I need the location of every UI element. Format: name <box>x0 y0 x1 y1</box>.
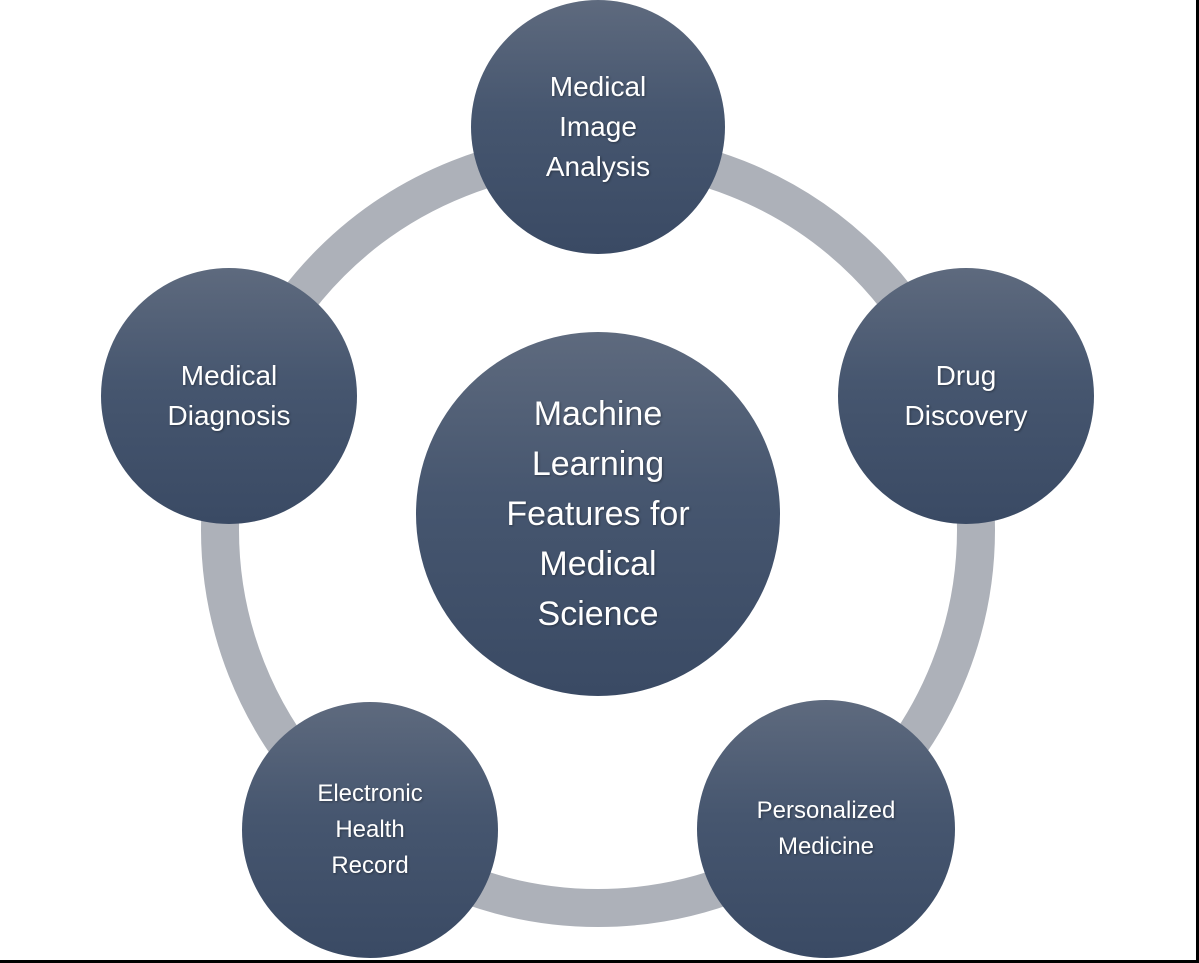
frame-border-bottom <box>0 960 1199 963</box>
node-label-personalized-medicine: Personalized Medicine <box>756 797 896 860</box>
node-label-drug-discovery: Drug Discovery <box>904 360 1028 431</box>
frame-border-right <box>1196 0 1199 963</box>
center-node-label: Machine Learning Features for Medical Sc… <box>506 395 690 633</box>
node-personalized-medicine: Personalized Medicine <box>697 700 955 958</box>
node-medical-image-analysis: Medical Image Analysis <box>471 0 725 254</box>
node-label-medical-image-analysis: Medical Image Analysis <box>545 71 651 182</box>
node-label-electronic-health-record: Electronic Health Record <box>317 780 423 879</box>
node-medical-diagnosis: Medical Diagnosis <box>101 268 357 524</box>
node-label-medical-diagnosis: Medical Diagnosis <box>167 360 291 431</box>
node-drug-discovery: Drug Discovery <box>838 268 1094 524</box>
node-electronic-health-record: Electronic Health Record <box>242 702 498 958</box>
center-node: Machine Learning Features for Medical Sc… <box>416 332 780 696</box>
